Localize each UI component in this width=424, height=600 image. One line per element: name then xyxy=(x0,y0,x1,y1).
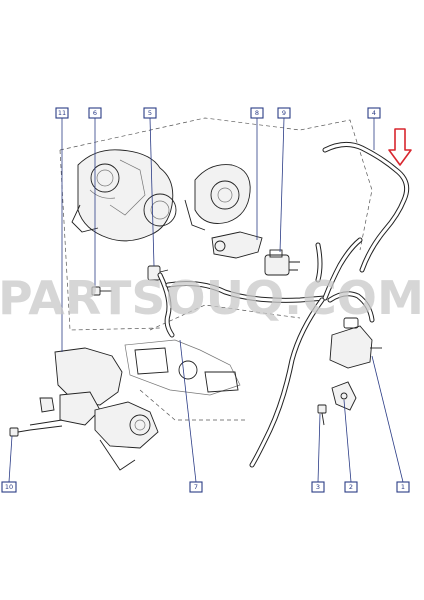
callout-label-5: 5 xyxy=(148,109,152,117)
valve-bracket-assembly xyxy=(29,347,159,471)
egr-module xyxy=(124,339,241,396)
callout-3: 3 xyxy=(311,481,325,493)
callout-6: 6 xyxy=(88,107,102,119)
callout-7: 7 xyxy=(189,481,203,493)
watermark: PARTSOUQ.COM xyxy=(0,271,424,325)
bolts xyxy=(9,265,327,437)
callout-label-4: 4 xyxy=(372,109,376,117)
down-arrow-icon xyxy=(388,128,412,166)
callout-5: 5 xyxy=(143,107,157,119)
callout-11: 11 xyxy=(55,107,69,119)
callout-2: 2 xyxy=(344,481,358,493)
callout-9: 9 xyxy=(277,107,291,119)
callout-label-10: 10 xyxy=(5,483,13,491)
vacuum-hoses xyxy=(157,142,410,468)
callout-1: 1 xyxy=(396,481,410,493)
callout-label-8: 8 xyxy=(255,109,259,117)
callout-label-11: 11 xyxy=(58,109,66,117)
callout-label-1: 1 xyxy=(401,483,405,491)
turbocharger-assembly xyxy=(71,149,177,242)
callout-4: 4 xyxy=(367,107,381,119)
callout-label-2: 2 xyxy=(349,483,353,491)
pressure-regulator xyxy=(329,317,382,369)
vacuum-pump-assembly xyxy=(184,164,263,259)
callout-8: 8 xyxy=(250,107,264,119)
mounting-bracket xyxy=(331,381,357,411)
callout-label-3: 3 xyxy=(316,483,320,491)
callout-label-6: 6 xyxy=(93,109,97,117)
callout-10: 10 xyxy=(1,481,17,493)
solenoid-valve xyxy=(264,249,300,276)
callout-label-9: 9 xyxy=(282,109,286,117)
assembly-frame xyxy=(59,117,373,421)
leader-lines xyxy=(8,117,404,483)
callout-label-7: 7 xyxy=(194,483,198,491)
